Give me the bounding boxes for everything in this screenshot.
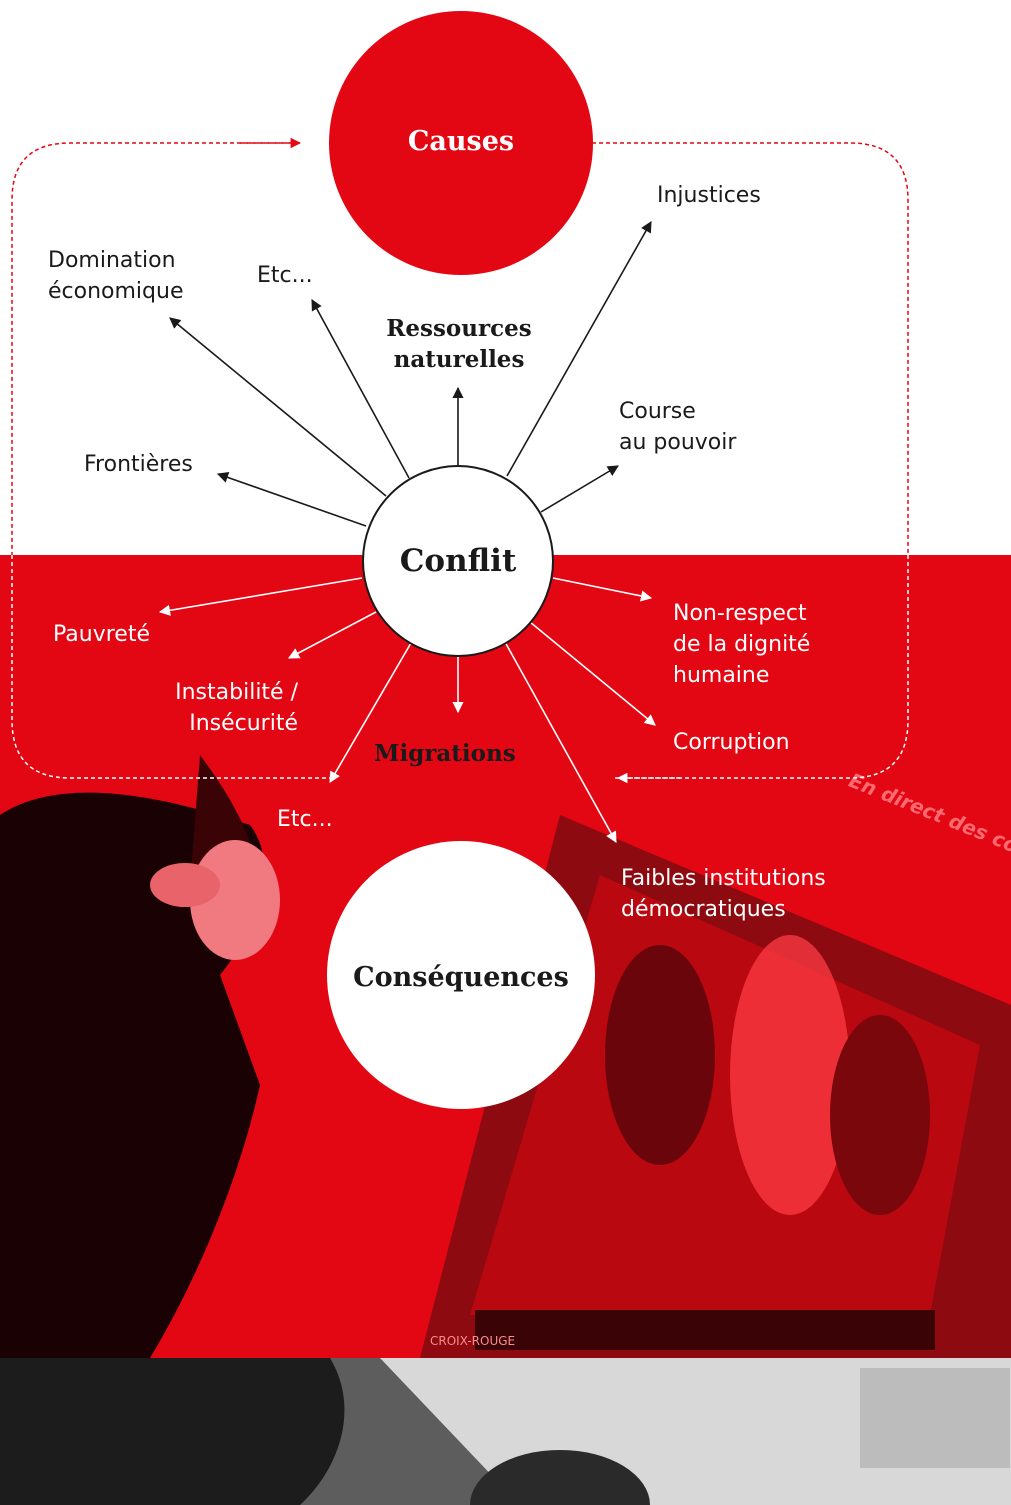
photo-gray-shapes	[0, 1358, 1011, 1505]
causes-circle	[329, 11, 593, 275]
loop-bottom-right	[615, 555, 909, 779]
cause-ressources: Ressources naturelles	[386, 315, 532, 373]
arrow-to-course	[540, 465, 619, 513]
consequence-corruption: Corruption	[673, 730, 790, 755]
cycle-loop	[11, 137, 909, 784]
cause-course-pouvoir: Course au pouvoir	[619, 399, 737, 455]
arrow-to-faibles	[504, 641, 617, 843]
loop-top-left	[11, 142, 290, 555]
conflict-title: Conflit	[399, 543, 517, 579]
conflict-circle	[362, 465, 554, 657]
cause-frontieres: Frontières	[84, 452, 193, 477]
arrow-to-frontieres	[216, 472, 367, 527]
arrow-to-non-respect	[552, 577, 653, 602]
loop-bottom-left	[11, 555, 330, 779]
arrow-to-etc-consequence	[329, 642, 412, 783]
consequence-migrations: Migrations	[374, 740, 516, 767]
photo-gray-band	[0, 1358, 1011, 1505]
loop-top-right	[592, 142, 909, 555]
consequence-faibles-institutions: Faibles institutions démocratiques	[621, 866, 826, 922]
cause-injustices: Injustices	[657, 183, 761, 208]
arrow-to-injustices	[506, 221, 652, 477]
causes-title: Causes	[407, 126, 515, 157]
person-silhouette	[0, 755, 280, 1358]
consequence-etc: Etc...	[277, 807, 333, 832]
arrow-to-domination	[169, 317, 387, 497]
consequences-circle	[327, 841, 595, 1109]
arrow-to-pauvrete	[158, 577, 363, 616]
photo-shapes: En direct des conflits CROIX-ROUGE	[0, 755, 1011, 1358]
photo-red-duotone: En direct des conflits CROIX-ROUGE	[0, 755, 1011, 1358]
arrow-to-etc-cause	[311, 299, 410, 479]
consequence-instabilite: Instabilité / Insécurité	[175, 680, 298, 736]
cause-etc: Etc...	[257, 263, 313, 288]
consequence-non-respect: Non-respect de la dignité humaine	[673, 601, 811, 688]
cause-domination: Domination économique	[48, 248, 184, 304]
consequence-pauvrete: Pauvreté	[53, 622, 150, 647]
cause-arrows	[169, 221, 652, 527]
consequence-arrows	[158, 577, 656, 843]
arrow-to-instabilite	[288, 611, 377, 659]
consequences-title: Conséquences	[353, 962, 569, 993]
arrow-to-corruption	[529, 621, 656, 726]
poster-brand: CROIX-ROUGE	[430, 1334, 515, 1348]
